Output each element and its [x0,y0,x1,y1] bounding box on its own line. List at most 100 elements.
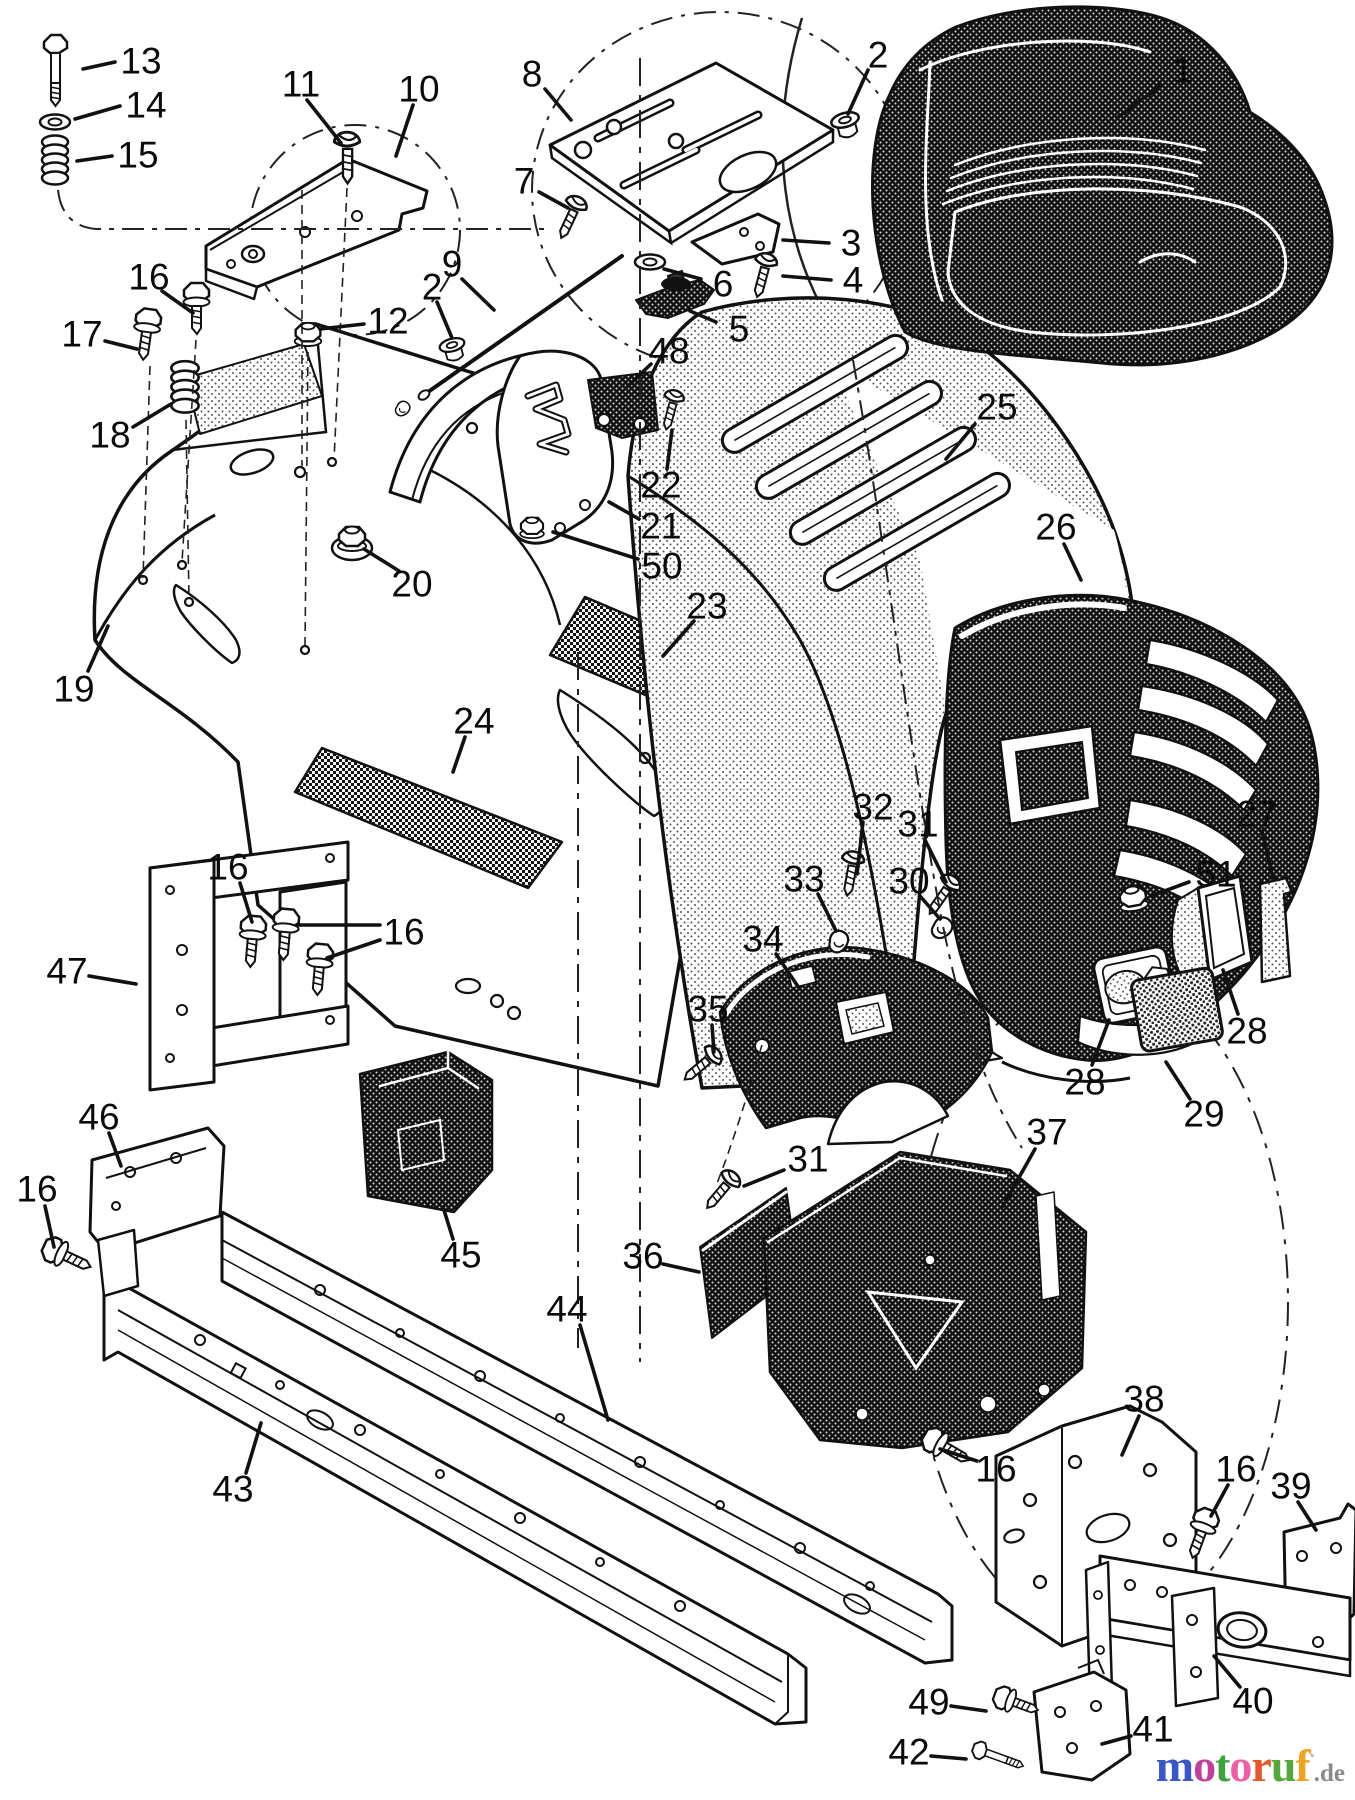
callout-label-37: 37 [1026,1112,1067,1153]
leader-line [665,428,674,471]
leader-line [394,103,415,158]
callout-label-7: 7 [514,161,535,202]
leader-line [362,547,401,573]
callout-label-30: 30 [888,861,929,902]
leader-line [244,1421,263,1475]
callout-label-45: 45 [440,1235,481,1276]
thin-assembly-lines [142,187,771,1187]
callout-label-21: 21 [640,506,681,547]
leader-line [1212,1654,1242,1689]
headlight-lens-group [1092,874,1294,1053]
leader-line [107,1131,123,1168]
callout-label-16: 16 [16,1169,57,1210]
callout-label-5: 5 [729,309,750,350]
seat-part [871,5,1334,367]
grille-slots [944,638,1280,1066]
callout-label-40: 40 [1232,1681,1273,1722]
leader-line [710,1023,716,1054]
leader-line [75,154,114,163]
callout-label-31: 31 [897,804,938,845]
battery-opening [185,343,323,435]
leader-line [441,1205,455,1241]
callout-label-16: 16 [207,847,248,888]
leader-line [929,1754,968,1761]
spring-15 [40,134,70,186]
leader-line [1260,829,1275,880]
callout-label-43: 43 [212,1469,253,1510]
callout-label-4: 4 [843,260,864,301]
callout-label-24: 24 [453,701,494,742]
tower-triangle-opening [865,1290,965,1371]
callout-label-34: 34 [742,919,783,960]
leader-line [661,619,696,658]
leader-line [1221,968,1240,1016]
bracket-3 [690,212,781,266]
footrest-pad-left [293,746,564,890]
deck-slot-right [556,688,666,818]
callout-label-2: 2 [422,267,443,308]
leader-line [86,624,110,673]
locknut-20 [336,525,368,553]
leader-line [944,422,977,461]
leader-line [855,820,865,876]
callout-label-8: 8 [522,54,543,95]
callout-label-19: 19 [53,669,94,710]
logo-letter: t [1215,1740,1230,1791]
seat-plate-group [394,61,865,417]
leader-line [625,362,653,389]
adjuster-rod-9 [426,254,624,394]
zigzag-slot [524,381,572,456]
callout-label-16: 16 [383,912,424,953]
callout-label-28: 28 [1064,1062,1105,1103]
leader-line [543,87,573,122]
leader-line [1115,84,1162,120]
callout-label-1: 1 [1173,50,1194,91]
leader-line [435,300,454,340]
leader-line [688,309,718,324]
callout-label-39: 39 [1270,1466,1311,1507]
callout-label-27: 27 [1236,794,1277,835]
leader-line [160,289,195,315]
dash-support-group [388,349,687,545]
leader-line [43,1204,56,1249]
leader-line [103,339,139,351]
callout-label-23: 23 [686,586,727,627]
washer-14 [38,113,72,131]
locknut-50 [519,516,545,540]
fastener-axis [57,189,545,230]
logo-letter: o [1229,1740,1252,1791]
callout-label-10: 10 [398,69,439,110]
callout-label-22: 22 [640,465,681,506]
callout-label-38: 38 [1123,1379,1164,1420]
deck-slot-left [172,583,241,665]
hitch-plate-41 [1032,1670,1132,1782]
leader-line [305,98,343,145]
callout-label-26: 26 [1035,507,1076,548]
frame-rail-right [220,1210,954,1665]
logo-suffix: .de [1313,1760,1345,1787]
callout-label-15: 15 [117,135,158,176]
leader-line [1296,1500,1318,1532]
lens-outer-right [1258,876,1294,984]
callout-label-20: 20 [391,564,432,605]
logo-letter: m [1155,1740,1194,1791]
leader-line [551,530,640,561]
tower-holes [855,1254,1051,1421]
leader-line [742,1168,786,1188]
leader-line [1149,880,1191,898]
callout-label-16: 16 [128,257,169,298]
watermark-logo[interactable]: motoruf˚.de [1156,1739,1345,1792]
leader-line [949,1704,988,1713]
leader-line [73,104,122,121]
hinge-plate-group [204,130,429,348]
steering-cutout [826,1080,950,1146]
callout-label-35: 35 [687,989,728,1030]
lens-left [1130,966,1224,1053]
leader-line [774,952,801,990]
leader-line [1164,1060,1192,1101]
hitch-group [969,1404,1355,1782]
leader-line [131,402,173,429]
callout-label-11: 11 [282,64,320,105]
leader-line [661,1262,701,1274]
